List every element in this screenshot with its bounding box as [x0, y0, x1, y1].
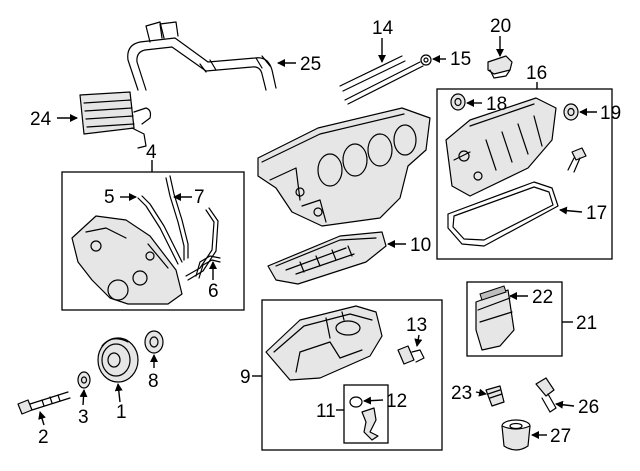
callout-17: 17	[586, 203, 607, 224]
engine-block-part	[257, 107, 431, 227]
callout-26: 26	[578, 397, 599, 418]
filter-adapter-part	[349, 396, 379, 441]
callout-16: 16	[526, 63, 547, 84]
callout-27: 27	[550, 426, 571, 447]
callout-7: 7	[194, 187, 205, 208]
callout-1: 1	[116, 402, 127, 423]
timing-cover-part	[71, 215, 183, 305]
valve-cover-gasket-part	[447, 181, 559, 247]
group-box-timing-cover	[61, 171, 245, 311]
seal-19-inner	[567, 107, 575, 117]
valve-cover-part	[445, 97, 557, 197]
seal-18-inner	[454, 97, 462, 107]
oil-cooler-hose-part	[127, 21, 277, 91]
callout-13: 13	[406, 315, 427, 336]
oil-cooler-part	[79, 91, 152, 149]
drain-plug-part	[397, 345, 425, 365]
callout-3: 3	[78, 407, 89, 428]
callout-20: 20	[490, 16, 511, 37]
callout-6: 6	[208, 281, 219, 302]
callout-8: 8	[148, 371, 159, 392]
oil-filter-part	[501, 419, 531, 451]
oil-level-sensor-part	[475, 285, 515, 351]
callout-10: 10	[410, 235, 431, 256]
upper-oil-pan-part	[267, 231, 387, 285]
callout-21: 21	[576, 313, 597, 334]
callout-18: 18	[486, 94, 507, 115]
callout-5: 5	[104, 187, 115, 208]
oil-fill-cap-part	[487, 55, 513, 79]
sensor-26-part	[535, 377, 557, 413]
timing-cover-gasket-part	[137, 175, 219, 281]
crank-damper-part	[97, 337, 139, 383]
leader-lines	[38, 36, 597, 439]
seal-18-part	[450, 93, 466, 111]
callout-25: 25	[300, 54, 321, 75]
callout-2: 2	[38, 427, 49, 448]
group-box-valve-cover	[436, 88, 613, 260]
callout-11: 11	[316, 401, 336, 422]
callout-labels: 1 2 3 4 5 6 7 8 9 10 11 12 13 14 15 16 1…	[30, 16, 621, 448]
oil-tube-part	[195, 255, 221, 279]
group-box-oil-pan	[261, 299, 443, 451]
callout-22: 22	[532, 287, 553, 308]
group-box-oil-level-sensor	[466, 281, 563, 357]
crank-bolt-part	[17, 391, 71, 415]
valve-cover-bolt-part	[567, 147, 587, 173]
group-box-filter-adapter	[343, 384, 389, 444]
callout-12: 12	[386, 391, 407, 412]
callout-24: 24	[30, 109, 52, 130]
callout-9: 9	[240, 367, 251, 388]
sensor-23-part	[485, 385, 505, 407]
dipstick-part	[339, 54, 432, 105]
washer-part	[77, 371, 91, 389]
callout-4: 4	[146, 142, 157, 163]
seal-19-part	[563, 103, 579, 121]
front-seal-part	[144, 330, 164, 354]
lower-oil-pan-part	[265, 305, 383, 381]
callout-23: 23	[451, 383, 472, 404]
callout-15: 15	[450, 49, 471, 70]
callout-19: 19	[600, 103, 621, 124]
valve-cover-gasket-inner	[452, 186, 554, 241]
callout-14: 14	[372, 18, 394, 39]
